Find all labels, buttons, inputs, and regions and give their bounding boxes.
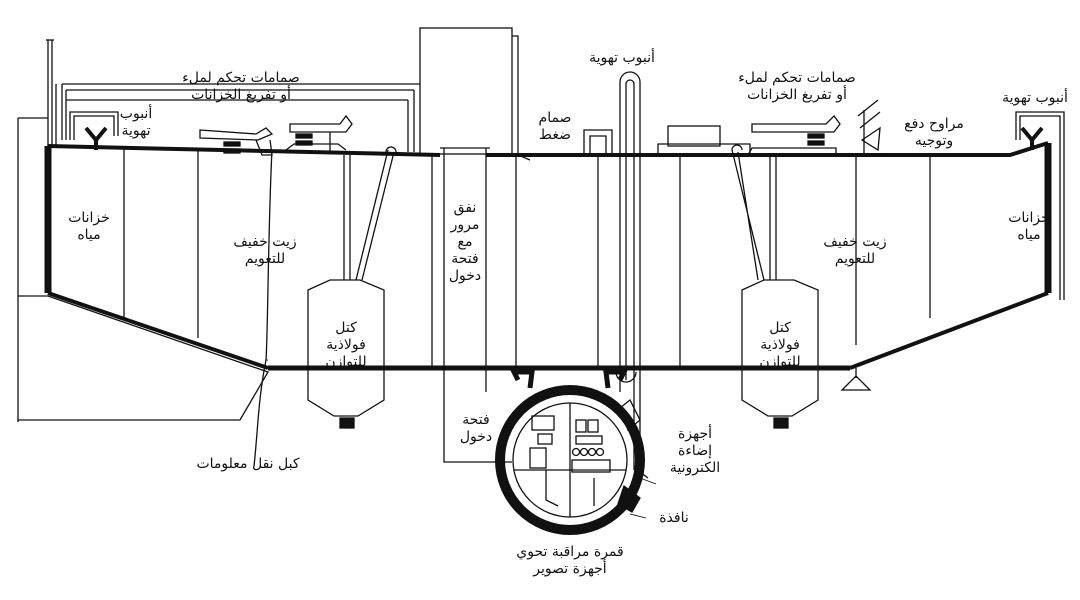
guide-weight [840,368,872,391]
data-cable [253,149,273,467]
ballast-hopper-left [307,146,397,429]
leader-lines [266,359,657,519]
valve-left-1 [199,127,274,156]
tank-bulkheads [123,148,931,368]
pressure-valve [583,129,613,155]
left-railing [17,39,57,422]
conduit-pipes [61,83,420,152]
observation-sphere [495,369,645,535]
valve-left-2 [285,114,353,154]
propeller [857,99,886,156]
entrance-tower [419,27,531,161]
label-window: نافذة [659,510,689,526]
deck-housing-right [657,125,751,155]
vent-pipe-center [615,71,649,479]
label-vent-right: أنبوب تهوية [1002,90,1068,106]
float-nose [18,295,269,421]
vent-pipe-left [69,111,119,150]
label-vent-center: أنبوب تهوية [589,50,655,66]
entrance-tunnel [440,147,512,463]
label-cable: كبل نقل معلومات [196,456,300,472]
vent-pipe-right [1015,111,1065,300]
valve-right [747,115,841,156]
ballast-hopper-right [731,144,819,429]
